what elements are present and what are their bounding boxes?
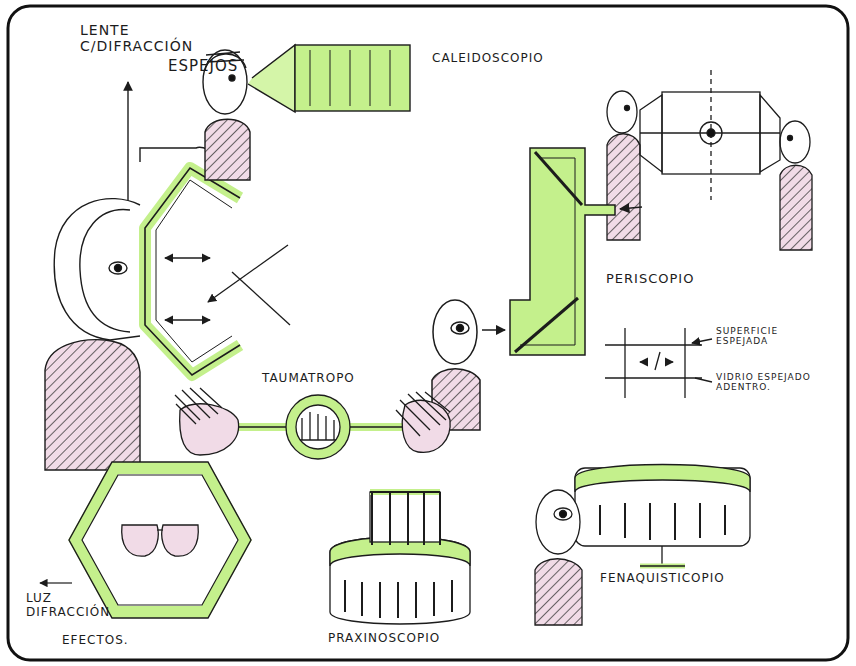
sketch-label: PRAXINOSCOPIO [328, 632, 440, 646]
phenakistiscope [535, 465, 750, 626]
sketch-label: LUZ DIFRACCIÓN [26, 592, 118, 620]
sketch-label: FENAQUISTICOPIO [600, 572, 725, 586]
sketch-label: VIDRIO ESPEJADO ADENTRO. [716, 372, 816, 393]
sketch-label: LENTE C/DIFRACCIÓN [80, 22, 205, 54]
viewer-figure [45, 199, 140, 470]
effects-hexagon [40, 462, 251, 618]
frame [8, 6, 848, 660]
mirror-detail [605, 328, 712, 398]
twin-viewer [607, 70, 812, 250]
praxinoscope [330, 492, 470, 624]
sketch-label: ESPEJOS [168, 58, 238, 75]
sketch-label: TAUMATROPO [262, 372, 355, 386]
sketch-label: CALEIDOSCOPIO [432, 52, 544, 66]
sketch-label: PERISCOPIO [606, 272, 694, 287]
sketch-label: EFECTOS. [62, 634, 129, 648]
periscope [432, 148, 642, 430]
sketch-label: SUPERFICIE ESPEJADA [716, 326, 816, 347]
thaumatrope [175, 388, 450, 459]
mirror-hexagon [145, 168, 290, 375]
